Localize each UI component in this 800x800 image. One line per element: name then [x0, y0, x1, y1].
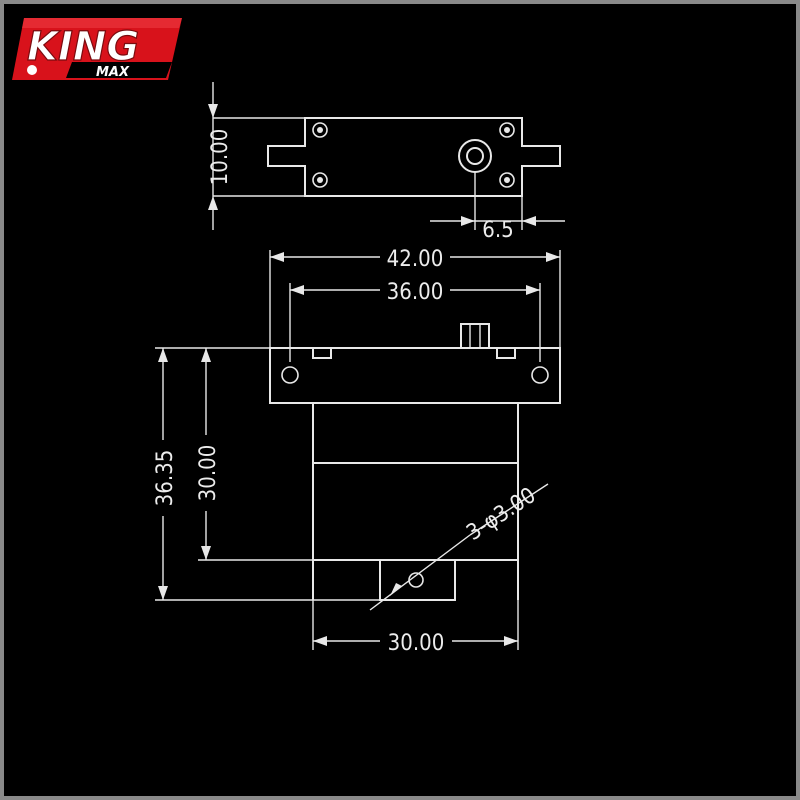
logo-max-text: MAX	[96, 65, 130, 80]
dim-top-offset: 6.5	[482, 218, 513, 243]
dim-overall-height: 36.35	[153, 450, 178, 507]
front-view: 42.00 36.00	[150, 244, 561, 656]
logo-dot-icon	[27, 65, 37, 75]
output-spline-icon	[460, 323, 490, 349]
dim-hole-spacing: 36.00	[387, 280, 444, 305]
output-shaft-icon	[458, 139, 492, 173]
servo-dimension-drawing: KING MAX	[12, 18, 565, 656]
dim-overall-width: 42.00	[387, 247, 444, 272]
dim-top-height: 10.00	[208, 129, 233, 186]
top-view: 10.00 6.5	[208, 82, 565, 243]
mount-screw-icon	[312, 122, 515, 188]
dim-hole-callout: 3-φ3.00	[462, 483, 540, 546]
dim-body-width: 30.00	[388, 631, 445, 656]
mount-hole-icon	[531, 366, 549, 384]
dim-body-height: 30.00	[196, 445, 221, 502]
kingmax-logo: KING MAX	[12, 18, 182, 80]
mount-hole-icon	[281, 366, 299, 384]
